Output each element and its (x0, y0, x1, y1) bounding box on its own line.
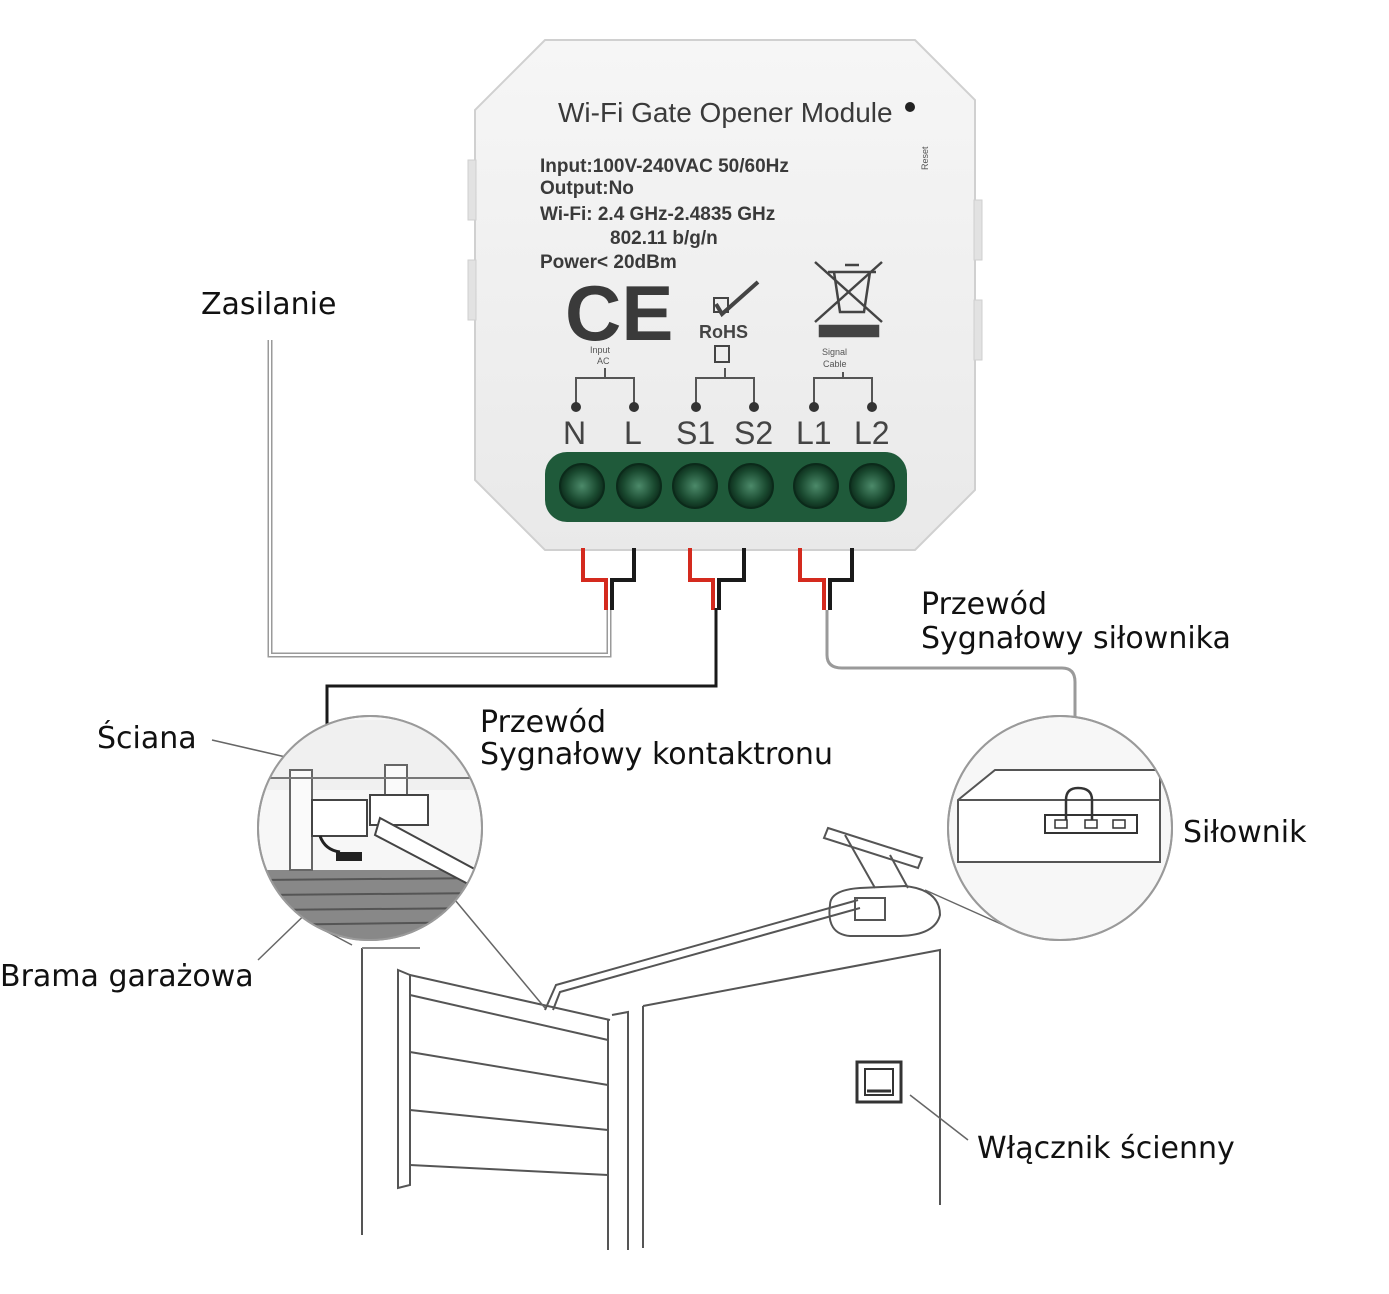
weee-bin-icon (814, 261, 883, 338)
rohs-label: RoHS (699, 322, 748, 342)
label-sciana: Ściana (97, 721, 197, 756)
label-wlacznik-scienny: Włącznik ścienny (977, 1131, 1235, 1166)
label-brama-garazowa: Brama garażowa (0, 959, 254, 994)
wall-switch-icon (855, 1060, 903, 1104)
label-silownik: Siłownik (1183, 815, 1307, 850)
terminal-label-l: L (624, 415, 642, 451)
reset-hole-icon (905, 102, 915, 112)
rohs-icon: RoHS (699, 280, 760, 363)
label-przewod-silownika-2: Sygnałowy siłownika (921, 621, 1231, 656)
actuator-magnifier (947, 715, 1173, 941)
ce-mark: CE (565, 269, 673, 357)
terminal-brackets (575, 368, 873, 405)
group-input-line1: Input (590, 345, 611, 355)
label-zasilanie: Zasilanie (201, 287, 337, 322)
spec-wifi: Wi-Fi: 2.4 GHz-2.4835 GHz (540, 204, 775, 225)
gate-opener-module: Wi-Fi Gate Opener Module Reset Input:100… (467, 39, 983, 551)
terminal-screws (559, 463, 895, 509)
spec-input: Input:100V-240VAC 50/60Hz (540, 156, 789, 177)
label-przewod-silownika-1: Przewód (921, 587, 1048, 622)
group-input-line2: AC (597, 356, 610, 366)
module-title: Wi-Fi Gate Opener Module (558, 97, 893, 128)
label-przewod-kontaktronu-1: Przewód (480, 705, 607, 740)
actuator-wire (798, 548, 1077, 800)
terminal-label-s2: S2 (734, 415, 773, 451)
reset-label: Reset (920, 146, 930, 170)
label-przewod-kontaktronu-2: Sygnałowy kontaktronu (480, 737, 833, 772)
spec-power: Power< 20dBm (540, 252, 677, 273)
spec-output: Output:No (540, 178, 634, 199)
garage-scene (361, 826, 942, 1250)
group-signal-line1: Signal (822, 347, 847, 357)
terminal-label-l1: L1 (796, 415, 832, 451)
spec-standard: 802.11 b/g/n (610, 228, 718, 249)
contact-sensor-magnifier (257, 715, 483, 941)
terminal-label-s1: S1 (676, 415, 715, 451)
terminal-label-l2: L2 (854, 415, 890, 451)
power-wire (267, 340, 636, 658)
group-signal-line2: Cable (823, 359, 847, 369)
terminal-label-n: N (563, 415, 586, 451)
